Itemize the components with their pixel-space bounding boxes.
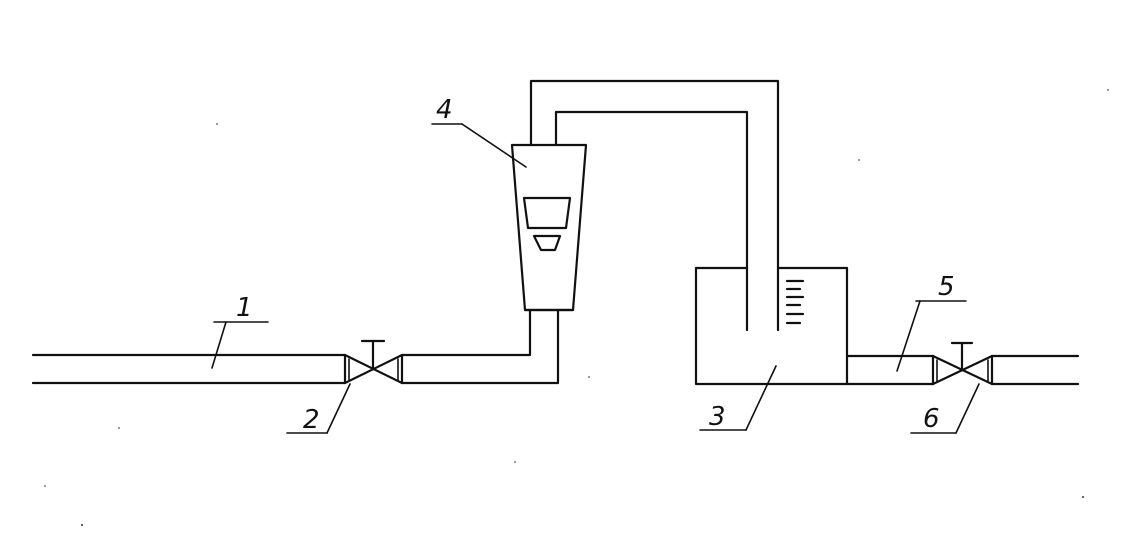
callout-label-6: 6 [923,404,940,434]
outlet-pipe [845,354,1080,386]
inlet-pipe [31,353,347,385]
callout-label-1: 1 [236,293,253,323]
callout-1: 1 [211,293,269,369]
callout-label-5: 5 [938,272,955,302]
callout-label-3: 3 [709,402,726,432]
callout-5: 5 [896,272,967,372]
inlet-valve [343,339,404,385]
rotameter [510,143,588,312]
riser-pipe [400,308,560,385]
scan-specks [44,89,1109,527]
callout-4: 4 [431,95,527,168]
tank-scale [785,279,805,325]
callout-3: 3 [699,365,777,432]
outlet-valve [931,341,994,386]
transfer-pipe [529,79,780,332]
measuring-tank [694,266,849,386]
callout-label-4: 4 [436,95,453,125]
callout-label-2: 2 [303,405,320,435]
callout-6: 6 [910,383,980,434]
callout-2: 2 [286,383,351,435]
